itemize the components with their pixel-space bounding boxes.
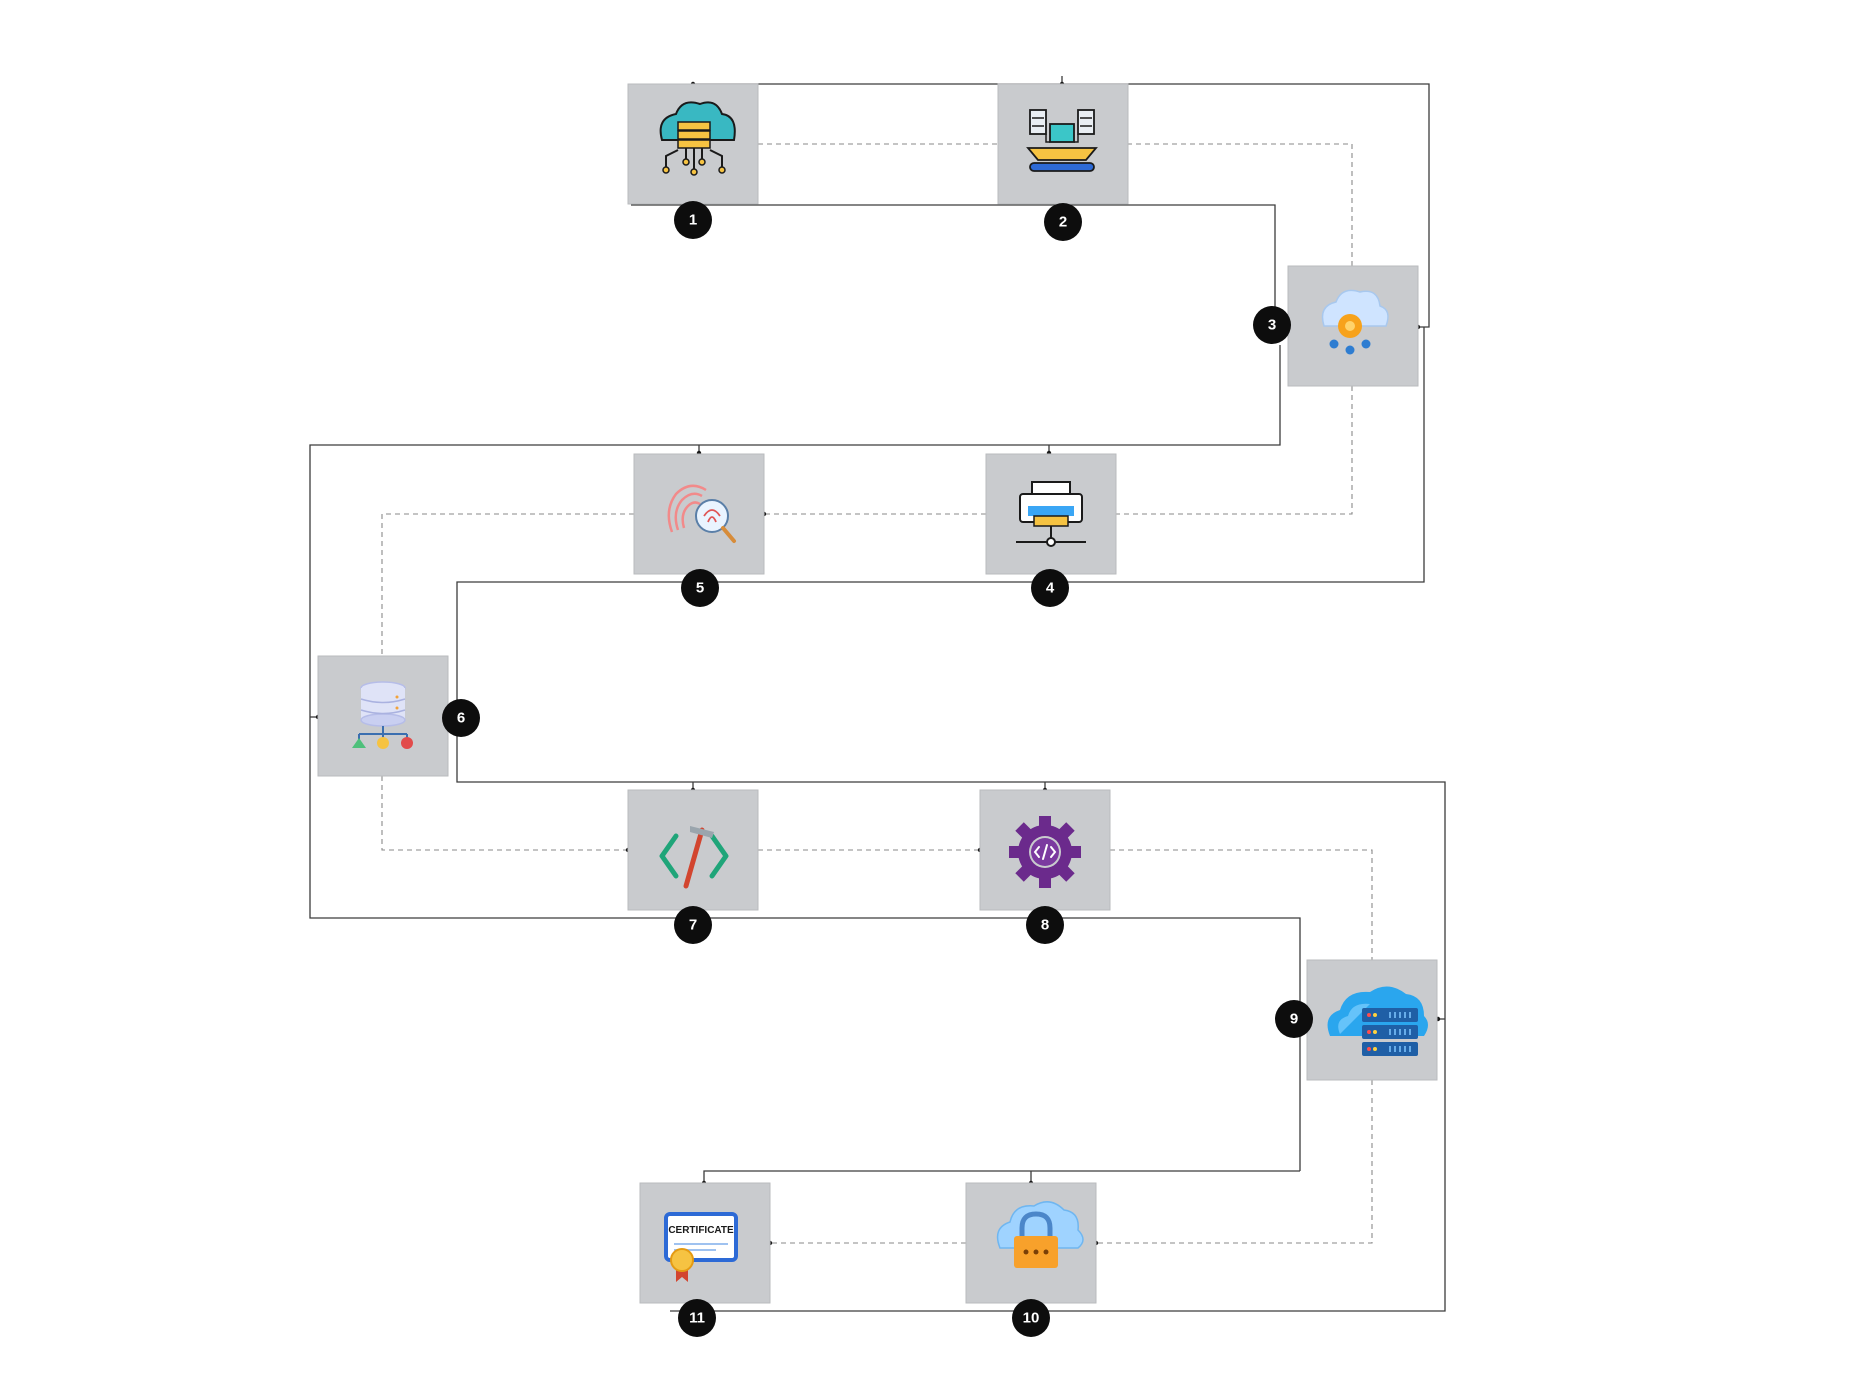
node-5-badge <box>681 569 719 607</box>
flow-3-4 <box>1115 386 1353 515</box>
network-printer-icon <box>1016 481 1086 547</box>
cloud-server-network-icon <box>659 101 736 176</box>
data-servers-laptop-icon <box>1026 109 1098 172</box>
flow-2-3 <box>1127 143 1353 266</box>
connector-right-col <box>456 327 1446 1312</box>
flow-5-6 <box>381 513 634 656</box>
node-9[interactable]: 9 <box>1275 959 1438 1081</box>
node-4-badge-label: 4 <box>1046 580 1055 597</box>
node-7-box <box>627 789 759 911</box>
certificate-icon: CERTIFICATE <box>664 1212 738 1282</box>
node-6-badge <box>442 699 480 737</box>
node-1-badge <box>674 201 712 239</box>
node-7[interactable]: 7 <box>627 789 759 944</box>
node-7-badge <box>674 906 712 944</box>
node-6-badge-label: 6 <box>457 710 465 727</box>
node-10[interactable]: 10 <box>965 1182 1097 1337</box>
flow-9-10 <box>1096 1080 1373 1244</box>
node-9-badge <box>1275 1000 1313 1038</box>
node-5[interactable]: 5 <box>633 453 765 607</box>
node-8[interactable]: 8 <box>979 789 1111 944</box>
flow-8-9 <box>1110 849 1373 960</box>
node-9-badge-label: 9 <box>1290 1011 1298 1028</box>
node-3[interactable]: 3 <box>1253 265 1419 387</box>
node-10-badge-label: 10 <box>1023 1310 1040 1327</box>
node-1[interactable]: 1 <box>627 83 759 239</box>
node-5-badge-label: 5 <box>696 580 704 597</box>
connector-row1-bottom <box>631 204 1276 310</box>
cloud-server-rack-icon <box>1327 986 1428 1056</box>
node-11-badge <box>678 1299 716 1337</box>
flow-6-7 <box>381 776 628 851</box>
node-6[interactable]: 6 <box>317 655 480 777</box>
cloud-gear-icon <box>1321 289 1389 355</box>
node-3-badge <box>1253 306 1291 344</box>
node-3-box <box>1287 265 1419 387</box>
node-1-badge-label: 1 <box>689 212 697 229</box>
code-hammer-icon <box>659 826 729 889</box>
cloud-lock-icon <box>996 1201 1084 1268</box>
node-7-badge-label: 7 <box>689 917 697 934</box>
node-4-badge <box>1031 569 1069 607</box>
svg-text:CERTIFICATE: CERTIFICATE <box>668 1225 734 1236</box>
fingerprint-search-icon <box>667 484 736 543</box>
connector-node3-down <box>309 345 1301 1171</box>
node-3-badge-label: 3 <box>1268 317 1276 334</box>
node-10-badge <box>1012 1299 1050 1337</box>
node-8-badge-label: 8 <box>1041 917 1049 934</box>
node-11-badge-label: 11 <box>689 1310 705 1327</box>
node-2-box <box>997 83 1129 205</box>
node-2-badge-label: 2 <box>1059 214 1067 231</box>
connector-node9-down <box>703 1170 1300 1183</box>
database-hierarchy-icon <box>352 681 413 749</box>
node-2[interactable]: 2 <box>997 83 1129 241</box>
node-8-badge <box>1026 906 1064 944</box>
node-11[interactable]: CERTIFICATE 11 <box>639 1182 771 1337</box>
node-2-badge <box>1044 203 1082 241</box>
code-gear-icon <box>1009 816 1081 888</box>
connector-dots <box>315 81 1441 1246</box>
dashed-connectors <box>381 143 1373 1244</box>
node-4[interactable]: 4 <box>985 453 1117 607</box>
solid-connectors <box>309 76 1446 1312</box>
